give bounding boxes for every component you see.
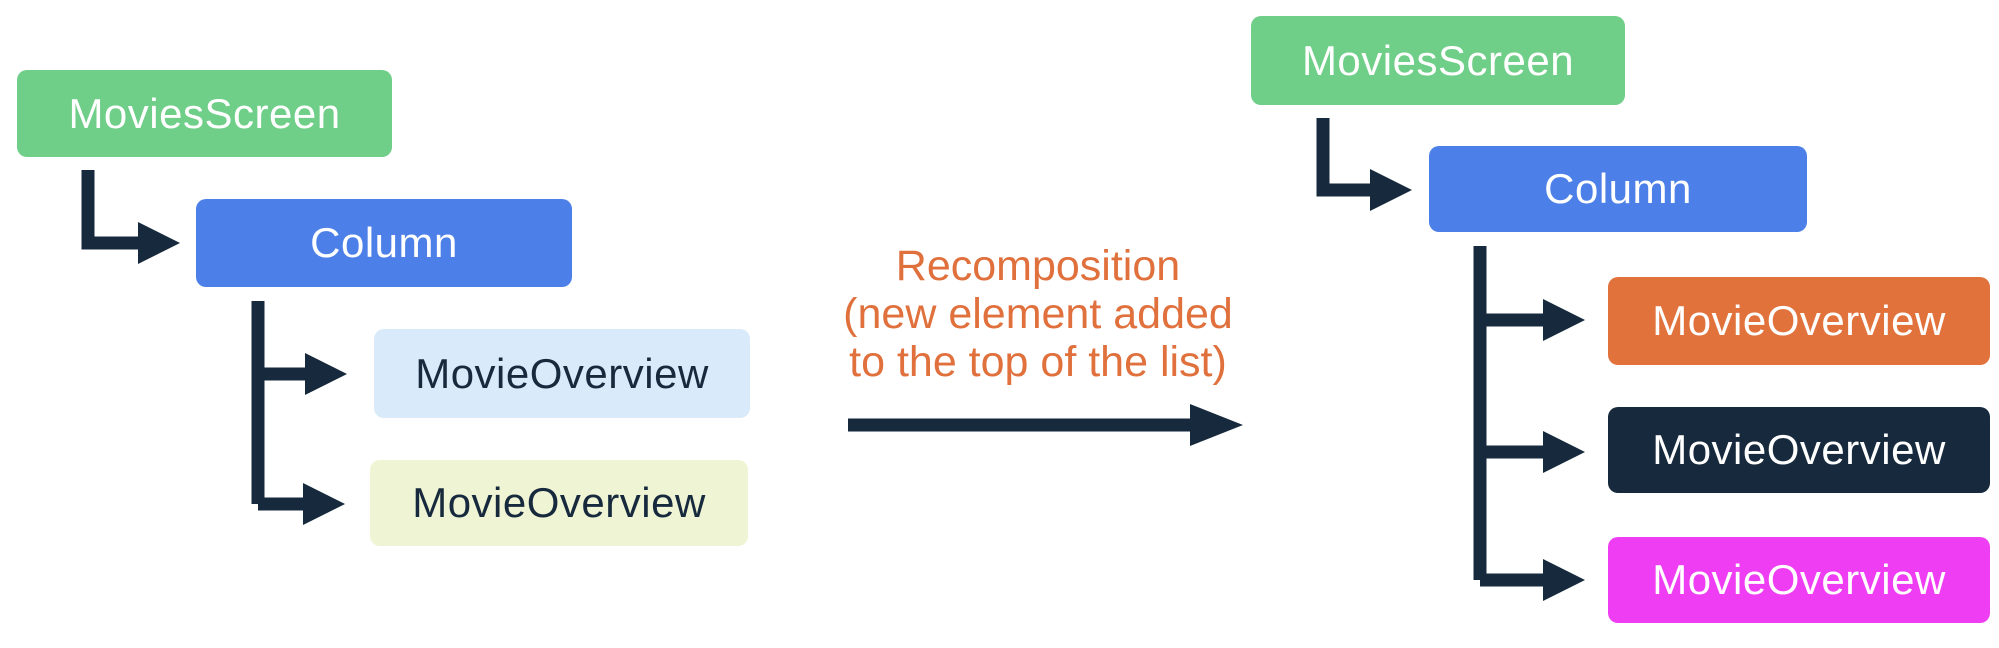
right-tree-movieoverview-node-1: MovieOverview xyxy=(1608,277,1990,365)
right-branch-1-arrowhead-icon xyxy=(1543,299,1585,341)
recomposition-caption: Recomposition (new element added to the … xyxy=(738,242,1338,386)
right-root-connector xyxy=(1316,118,1372,197)
left-tree-movieoverview-node-1: MovieOverview xyxy=(374,329,750,418)
right-tree-movieoverview-node-3: MovieOverview xyxy=(1608,537,1990,623)
left-root-arrowhead-icon xyxy=(138,222,180,264)
right-tree-movieoverview-node-2: MovieOverview xyxy=(1608,407,1990,493)
left-branch-2-arrowhead-icon xyxy=(303,483,345,525)
caption-line-3: to the top of the list) xyxy=(849,338,1227,386)
right-tree-moviesscreen-node: MoviesScreen xyxy=(1251,16,1625,105)
left-tree-movieoverview-node-2: MovieOverview xyxy=(370,460,748,546)
left-tree-moviesscreen-node: MoviesScreen xyxy=(17,70,392,157)
left-branch-1-arrowhead-icon xyxy=(305,353,347,395)
left-root-connector xyxy=(81,170,140,250)
caption-line-1: Recomposition xyxy=(895,242,1181,290)
left-tree-column-node: Column xyxy=(196,199,572,287)
right-branch-2-arrowhead-icon xyxy=(1543,431,1585,473)
right-tree-column-node: Column xyxy=(1429,146,1807,232)
recomposition-arrowhead-icon xyxy=(1190,404,1243,446)
right-root-arrowhead-icon xyxy=(1370,169,1412,211)
caption-line-2: (new element added xyxy=(843,290,1233,338)
right-branch-3-arrowhead-icon xyxy=(1543,559,1585,601)
